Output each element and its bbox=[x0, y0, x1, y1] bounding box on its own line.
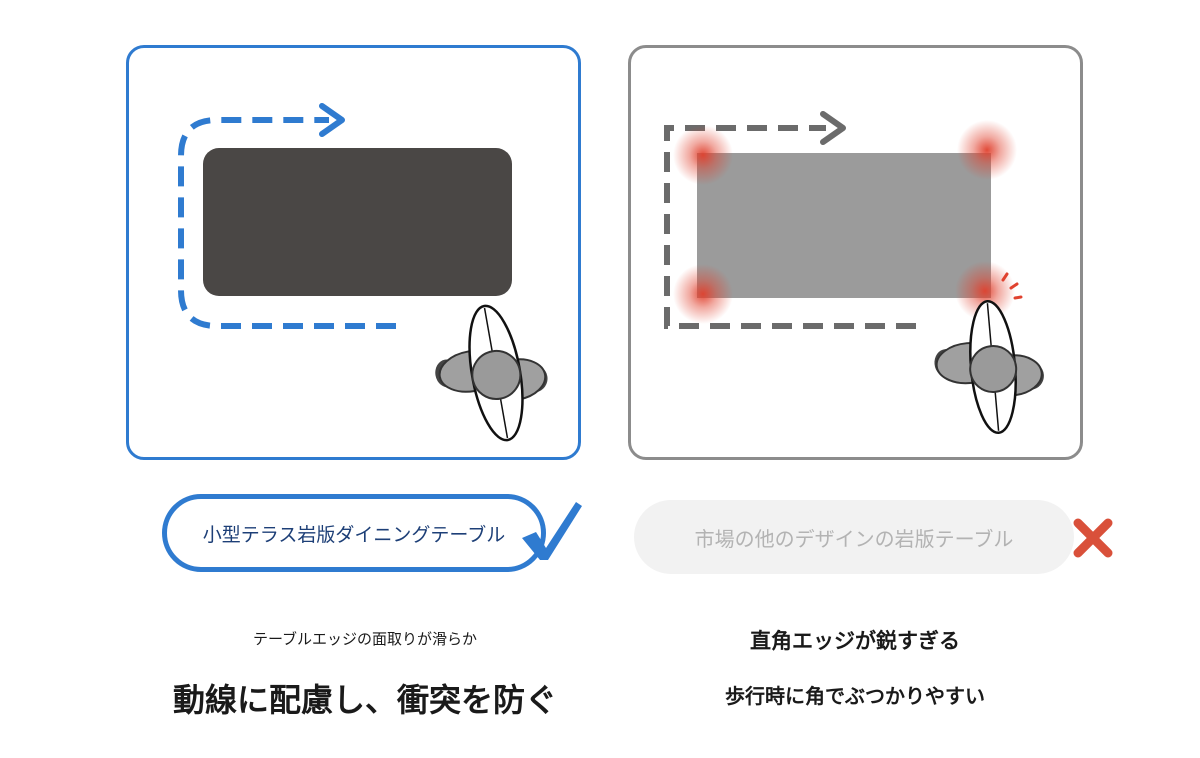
rounded-edge-panel bbox=[126, 45, 581, 460]
cross-icon bbox=[1073, 518, 1113, 558]
walking-path bbox=[178, 117, 396, 329]
rounded-table-diagram bbox=[178, 103, 548, 442]
person-icon bbox=[934, 299, 1044, 435]
path-arrow-icon bbox=[319, 103, 345, 137]
sharp-table bbox=[697, 153, 991, 298]
rounded-table bbox=[203, 148, 512, 296]
sharp-table-diagram bbox=[664, 111, 1044, 435]
corner-glow bbox=[957, 120, 1017, 180]
left-caption-large: 動線に配慮し、衝突を防ぐ bbox=[172, 681, 557, 719]
walking-path bbox=[664, 125, 916, 329]
corner-glow bbox=[673, 264, 733, 324]
corner-glow bbox=[673, 125, 733, 185]
check-icon bbox=[522, 502, 582, 560]
impact-lines-icon bbox=[1001, 272, 1023, 300]
person-icon bbox=[435, 304, 548, 442]
competitor-label-pill: 市場の他のデザインの岩版テーブル bbox=[634, 500, 1074, 574]
left-caption-small: テーブルエッジの面取りが滑らか bbox=[252, 630, 478, 648]
competitor-label: 市場の他のデザインの岩版テーブル bbox=[694, 526, 1014, 551]
product-label: 小型テラス岩版ダイニングテーブル bbox=[202, 523, 506, 546]
right-caption-subheading: 歩行時に角でぶつかりやすい bbox=[725, 684, 985, 708]
right-caption-heading: 直角エッジが鋭すぎる bbox=[750, 629, 960, 653]
product-label-pill: 小型テラス岩版ダイニングテーブル bbox=[162, 494, 546, 572]
path-arrow-icon bbox=[820, 111, 846, 145]
corner-glow bbox=[955, 261, 1015, 321]
sharp-edge-panel bbox=[628, 45, 1083, 460]
